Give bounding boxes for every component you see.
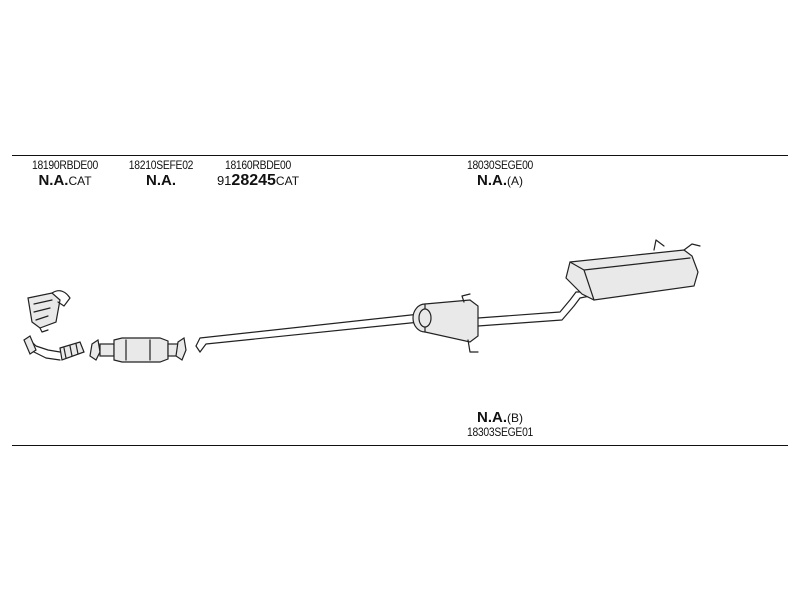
rear-silencer-drawing: [565, 239, 701, 301]
intermediate-pipe-drawing: [195, 313, 421, 353]
middle-silencer-drawing: [412, 291, 591, 353]
bottom-divider: [12, 445, 788, 446]
part-code: 18190RBDE00: [31, 160, 99, 172]
part-code: 18030SEGE00: [466, 160, 534, 172]
part-code: 18210SEFE02: [128, 160, 194, 172]
part-label-middle-silencer: N.A.(B) 18303SEGE01: [455, 409, 545, 439]
part-designation: 9128245CAT: [216, 172, 300, 189]
part-designation: N.A.CAT: [38, 172, 92, 189]
part-label-front-pipe-cat: 18190RBDE00 N.A.CAT: [20, 160, 110, 190]
part-label-catalyst: 18160RBDE00 9128245CAT: [208, 160, 308, 190]
part-code: 18160RBDE00: [224, 160, 292, 172]
front-pipe-drawing: [23, 335, 85, 361]
catalyst-pipe-drawing: [89, 336, 187, 363]
manifold-catalyst-drawing: [27, 290, 71, 333]
top-divider: [12, 155, 788, 156]
part-label-rear-silencer: 18030SEGE00 N.A.(A): [455, 160, 545, 190]
part-designation: N.A.(A): [477, 172, 523, 189]
part-label-flex-pipe: 18210SEFE02 N.A.: [118, 160, 204, 190]
part-designation: N.A.: [146, 172, 176, 189]
part-code: 18303SEGE01: [466, 427, 534, 439]
part-designation: N.A.(B): [477, 409, 523, 426]
